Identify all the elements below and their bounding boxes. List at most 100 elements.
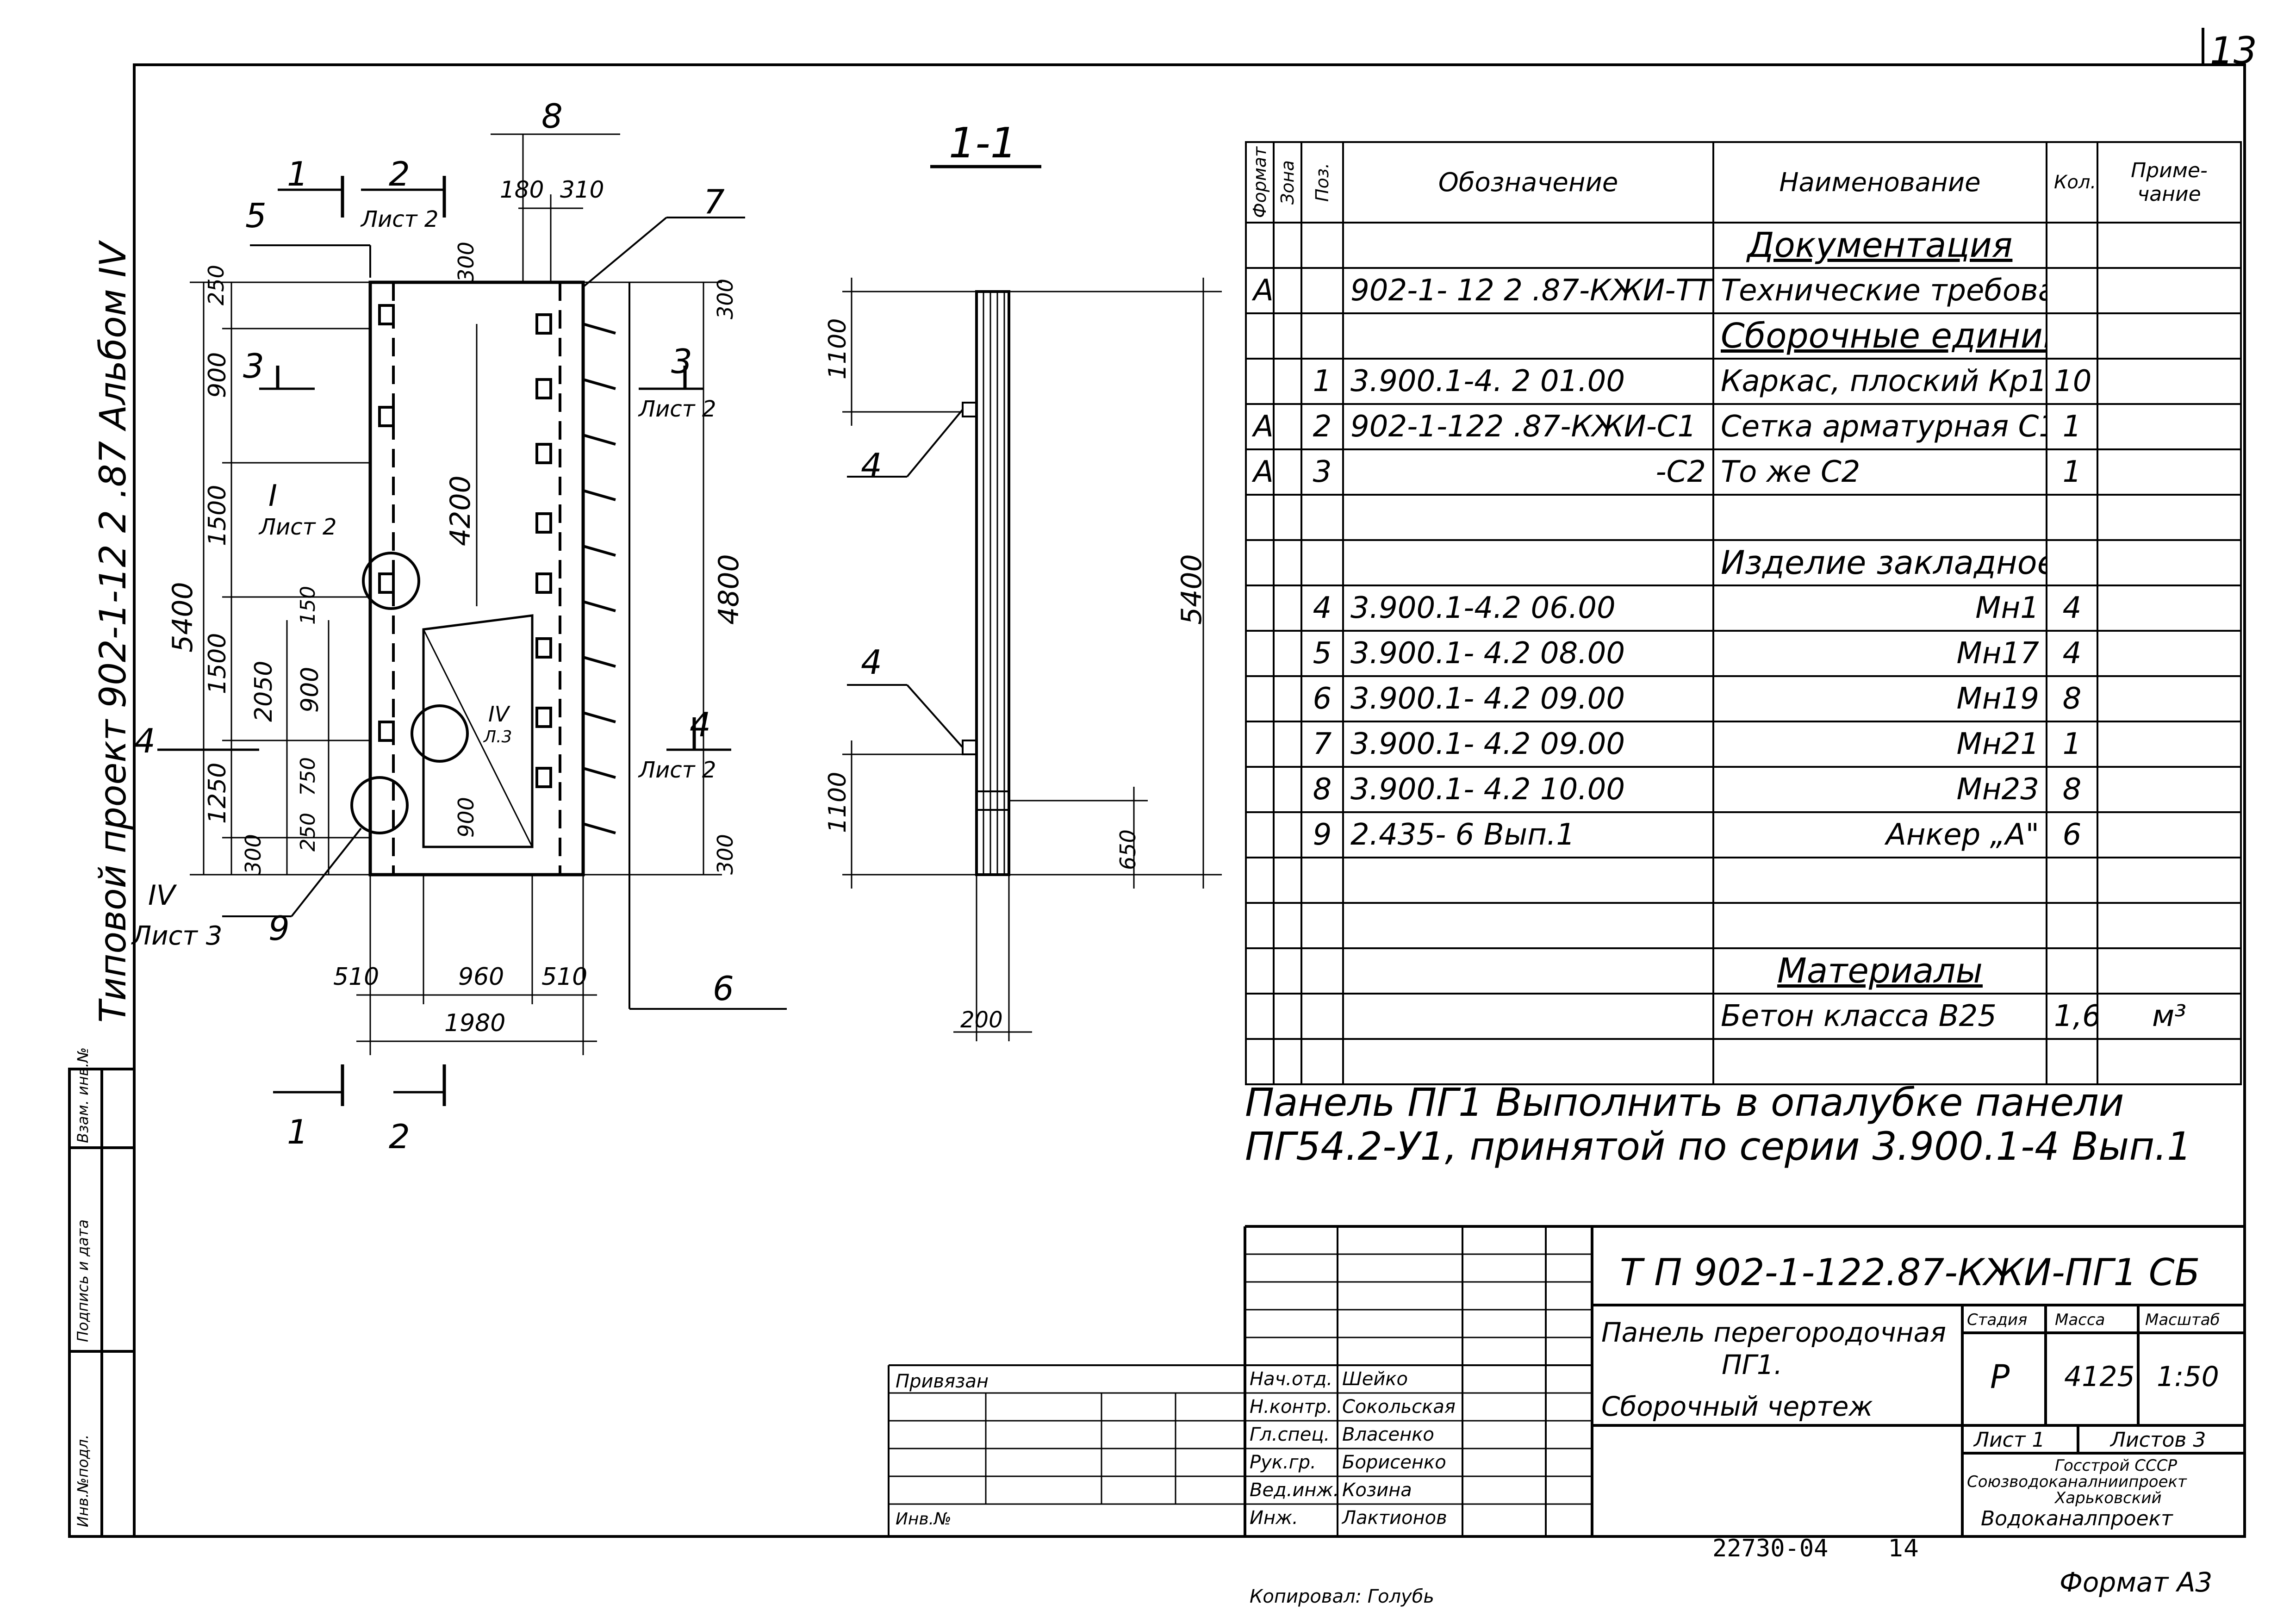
- spec-cell-pos: [1300, 494, 1344, 541]
- spec-row: [1245, 494, 2242, 541]
- spec-cell-code: 3.900.1-4. 2 01.00: [1342, 358, 1714, 405]
- sheet-number: Лист 1: [1974, 1428, 2045, 1452]
- footer-number: 22730-04: [1712, 1535, 1829, 1562]
- sheet-ref-4: Лист 2: [639, 757, 716, 783]
- spec-cell-qty: [2046, 947, 2098, 995]
- spec-header-note: Приме-чание: [2097, 141, 2242, 224]
- stamp-replace-label: Взам. инв.№: [74, 1047, 92, 1143]
- stamp-sign-label: Подпись и дата: [74, 1219, 92, 1342]
- signer-role: Вед.инж.: [1250, 1480, 1339, 1501]
- spec-cell-name: [1712, 494, 2047, 541]
- spec-cell-qty: [2046, 857, 2098, 904]
- spec-cell-zone: [1273, 1038, 1302, 1085]
- dim-1980: 1980: [444, 1009, 506, 1037]
- spec-header-code: Обозначение: [1342, 141, 1714, 224]
- spec-cell-format: А3: [1245, 267, 1275, 314]
- dim-900-inner: 900: [296, 666, 324, 713]
- spec-cell-name: Мн1: [1712, 585, 2047, 632]
- spec-cell-zone: [1273, 267, 1302, 314]
- signer-role: Н.контр.: [1250, 1396, 1332, 1418]
- spec-cell-pos: 5: [1300, 630, 1344, 677]
- signer-role: Гл.спец.: [1250, 1424, 1330, 1445]
- dim-510-left: 510: [333, 963, 380, 991]
- dim-300-left: 300: [241, 834, 266, 875]
- spec-cell-format: [1245, 675, 1275, 722]
- spec-cell-code: 3.900.1- 4.2 09.00: [1342, 675, 1714, 722]
- spec-cell-format: [1245, 766, 1275, 813]
- spec-cell-pos: [1300, 222, 1344, 269]
- spec-cell-note: [2097, 222, 2242, 269]
- tied-label: Привязан: [896, 1371, 989, 1392]
- spec-cell-qty: 6: [2046, 811, 2098, 858]
- label-L3-small: Л.3: [484, 728, 512, 746]
- panel-note-line1: Панель ПГ1 Выполнить в опалубке панели: [1245, 1080, 2124, 1125]
- spec-cell-zone: [1273, 857, 1302, 904]
- spec-cell-format: [1245, 312, 1275, 360]
- spec-cell-name: Мн23: [1712, 766, 2047, 813]
- spec-cell-note: [2097, 403, 2242, 450]
- drawing-code: Т П 902-1-122.87-КЖИ-ПГ1 СБ: [1620, 1251, 2200, 1294]
- drawing-title-1: Панель перегородочная: [1601, 1317, 1947, 1348]
- spec-cell-format: [1245, 358, 1275, 405]
- spec-cell-zone: [1273, 902, 1302, 949]
- dim-300-right-bottom: 300: [713, 834, 738, 875]
- spec-cell-note: [2097, 675, 2242, 722]
- spec-cell-name: Каркас, плоский Кр1: [1712, 358, 2047, 405]
- spec-cell-zone: [1273, 811, 1302, 858]
- spec-cell-name: То же С2: [1712, 448, 2047, 496]
- dim-960: 960: [458, 963, 504, 991]
- spec-cell-code: 3.900.1- 4.2 10.00: [1342, 766, 1714, 813]
- spec-cell-name: Анкер „А": [1712, 811, 2047, 858]
- spec-cell-zone: [1273, 222, 1302, 269]
- spec-cell-qty: [2046, 902, 2098, 949]
- spec-cell-zone: [1273, 721, 1302, 768]
- section-callout-4-top: 4: [861, 446, 882, 485]
- spec-cell-format: [1245, 1038, 1275, 1085]
- drawing-title-3: Сборочный чертеж: [1601, 1391, 1873, 1422]
- spec-cell-name: Технические требования: [1712, 267, 2047, 314]
- spec-cell-pos: [1300, 267, 1344, 314]
- callout-8: 8: [541, 97, 563, 136]
- spec-cell-code: [1342, 902, 1714, 949]
- spec-row: [1245, 902, 2242, 949]
- spec-cell-note: [2097, 811, 2242, 858]
- spec-row: Материалы: [1245, 947, 2242, 995]
- signer-role: Нач.отд.: [1250, 1368, 1333, 1390]
- spec-cell-format: [1245, 585, 1275, 632]
- spec-cell-pos: 7: [1300, 721, 1344, 768]
- spec-cell-qty: 4: [2046, 585, 2098, 632]
- spec-cell-pos: [1300, 312, 1344, 360]
- spec-header-pos: Поз.: [1301, 142, 1343, 223]
- sheet-ref-3: Лист 2: [639, 396, 716, 422]
- spec-cell-zone: [1273, 403, 1302, 450]
- drawing-title-2: ПГ1.: [1722, 1349, 1783, 1380]
- spec-cell-qty: 1: [2046, 403, 2098, 450]
- spec-cell-pos: 1: [1300, 358, 1344, 405]
- spec-cell-code: [1342, 1038, 1714, 1085]
- mass-value: 4125: [2064, 1361, 2135, 1393]
- dim-2050: 2050: [250, 660, 278, 722]
- spec-cell-pos: [1300, 539, 1344, 586]
- spec-cell-code: [1342, 494, 1714, 541]
- mass-label: Масса: [2055, 1311, 2105, 1329]
- dim-1500-b: 1500: [204, 633, 231, 694]
- spec-cell-zone: [1273, 358, 1302, 405]
- callout-3-left: 3: [243, 347, 264, 386]
- spec-cell-qty: 1: [2046, 448, 2098, 496]
- spec-cell-format: [1245, 811, 1275, 858]
- spec-cell-qty: [2046, 1038, 2098, 1085]
- sheet-ref-top: Лист 2: [361, 206, 439, 232]
- spec-cell-code: 902-1-122 .87-КЖИ-С1: [1342, 403, 1714, 450]
- callout-3-right: 3: [671, 342, 692, 381]
- stage-value: Р: [1990, 1358, 2010, 1396]
- spec-cell-code: [1342, 222, 1714, 269]
- spec-cell-pos: 6: [1300, 675, 1344, 722]
- spec-cell-format: [1245, 539, 1275, 586]
- spec-cell-qty: 1: [2046, 721, 2098, 768]
- spec-cell-pos: 8: [1300, 766, 1344, 813]
- spec-cell-note: м³: [2097, 993, 2242, 1040]
